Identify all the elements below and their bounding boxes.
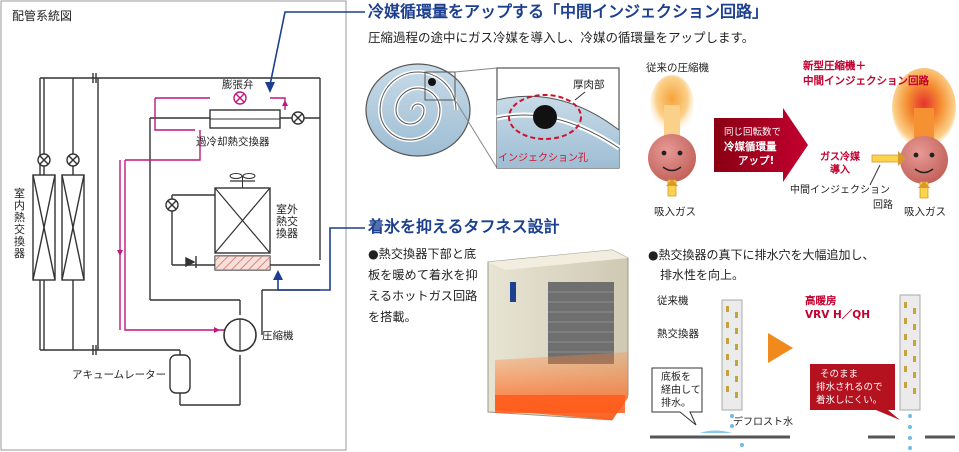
callout-right-line1: そのまま [820,369,859,380]
new-compressor-label-line2: 中間インジェクション回路 [803,75,929,87]
conventional-compressor-label: 従来の圧縮機 [646,62,709,74]
magenta-injection-line [119,97,286,331]
anti-ice-bullet2-line1: ●熱交換器の真下に排水穴を大幅追加し、 [648,248,875,262]
leader-line-anti-ice [277,227,365,291]
suction-gas-left: 吸入ガス [654,206,696,218]
heat-exchanger-label: 熱交換器 [657,328,699,340]
subcooling-heat-exchanger [209,109,281,129]
expansion-valve-label: 膨張弁 [222,79,254,91]
callout-left-box [651,367,703,426]
drain-hx-conventional [650,299,790,447]
new-model-line1: 高暖房 [805,295,837,307]
outdoor-unit-photo [487,249,629,421]
accumulator-label: アキュームレーター [72,369,167,381]
anti-ice-bullet1: ●熱交換器下部と底板を暖めて着氷を抑えるホットガス回路を搭載。 [368,247,478,324]
suction-gas-right: 吸入ガス [904,206,946,218]
conventional-model-label: 従来機 [657,295,689,307]
indoor-hx-label: 室内熱交換器 [14,187,25,260]
new-compressor-label-line1: 新型圧縮機＋ [803,60,866,72]
leader-line-injection [269,11,365,86]
drain-hx-new-model [868,294,955,450]
subcooling-hx-label: 過冷却熱交換器 [196,136,270,148]
callout-left-line3: 排水。 [661,398,691,409]
compressor-symbol [223,318,257,352]
accumulator-symbol [169,354,191,394]
mid-circuit-line2: 回路 [873,200,893,211]
indoor-heat-exchanger [32,73,320,355]
outdoor-heat-exchanger [214,173,271,271]
arrow-text-line3: アップ! [738,155,775,167]
leader-arrow-injection [265,82,275,93]
scroll-zoom-view [496,67,621,169]
orange-play-arrow [768,333,793,363]
expansion-valve [233,91,247,105]
defrost-water-label: デフロスト水 [733,417,793,428]
outdoor-hx-text: 室外熱交換器 [276,203,298,240]
compressor-label: 圧縮機 [262,330,294,342]
injection-hole-label: インジェクション孔 [498,153,588,164]
magenta-arrows [117,100,288,333]
new-compressor-illustration [869,68,956,199]
injection-heading: 冷媒循環量をアップする「中間インジェクション回路」 [368,2,769,21]
callout-left-line2: 経由して [661,385,701,396]
anti-ice-heading: 着氷を抑えるタフネス設計 [368,217,560,236]
leader-arrow-anti-ice [273,270,283,280]
callout-right-box [810,364,900,420]
big-red-arrow [714,108,808,182]
outdoor-hx-label: 室外熱交換器 [276,204,300,240]
conventional-compressor-illustration [648,75,696,197]
thick-part-label: 厚肉部 [573,79,605,91]
anti-ice-bullet2-line2: 排水性を向上。 [660,268,745,282]
scroll-compressor-illustration [365,63,498,169]
piping-title: 配管系統図 [12,9,73,23]
gas-injection-line2: 導入 [830,165,850,176]
callout-right-line2: 排水されるので [816,382,883,393]
new-model-line2: VRV H／QH [805,309,870,321]
mid-circuit-line1: 中間インジェクション [790,185,890,196]
arrow-text-line2: 冷媒循環量 [724,141,777,153]
arrow-text-line1: 同じ回転数で [724,127,782,138]
callout-left-line1: 底板を [661,372,691,383]
callout-right-line3: 着氷しにくい。 [816,395,883,406]
gas-injection-line1: ガス冷媒 [820,152,860,163]
injection-description: 圧縮過程の途中にガス冷媒を導入し、冷媒の循環量をアップします。 [368,30,755,45]
